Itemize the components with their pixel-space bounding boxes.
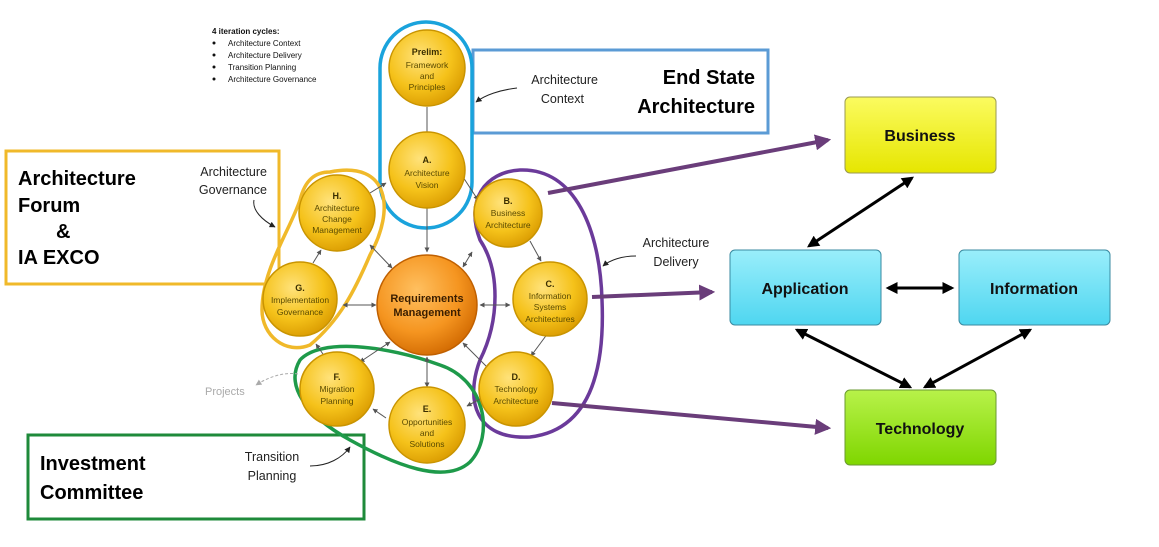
forum-title: & xyxy=(56,221,70,243)
svg-text:Information: Information xyxy=(990,281,1078,298)
svg-text:F.: F. xyxy=(333,372,340,382)
svg-text:Management: Management xyxy=(312,225,362,235)
delivery-mapping-arrows xyxy=(547,134,832,435)
domain-application: Application xyxy=(729,249,882,326)
svg-text:Architectures: Architectures xyxy=(525,314,575,324)
annotation-delivery: Delivery xyxy=(653,255,699,269)
phase-a: A. Architecture Vision xyxy=(388,131,466,209)
svg-text:G.: G. xyxy=(295,283,305,293)
annotation-governance: Architecture xyxy=(200,165,267,179)
svg-text:Framework: Framework xyxy=(406,60,449,70)
svg-text:Management: Management xyxy=(393,307,461,319)
svg-text:Architecture: Architecture xyxy=(493,396,539,406)
svg-text:Planning: Planning xyxy=(320,396,353,406)
svg-text:E.: E. xyxy=(423,404,432,414)
svg-text:Business: Business xyxy=(491,208,526,218)
end-state-title: Architecture xyxy=(637,96,755,118)
iteration-title: 4 iteration cycles: xyxy=(212,27,280,36)
forum-title: IA EXCO xyxy=(18,247,100,269)
svg-text:D.: D. xyxy=(512,372,521,382)
svg-text:Implementation: Implementation xyxy=(271,295,329,305)
svg-text:Change: Change xyxy=(322,214,352,224)
phase-prelim: Prelim: Framework and Principles xyxy=(388,29,466,107)
delivery-loop xyxy=(472,168,605,439)
svg-text:Technology: Technology xyxy=(876,421,965,438)
phase-f: F. Migration Planning xyxy=(299,351,375,427)
annotation-governance: Governance xyxy=(199,183,267,197)
svg-text:and: and xyxy=(420,71,434,81)
domain-information: Information xyxy=(958,249,1111,326)
svg-text:Opportunities: Opportunities xyxy=(402,417,453,427)
requirements-management: Requirements Management xyxy=(376,254,478,356)
svg-text:Requirements: Requirements xyxy=(390,293,463,305)
forum-title: Architecture xyxy=(18,168,136,190)
svg-text:Solutions: Solutions xyxy=(410,439,445,449)
end-state-title: End State xyxy=(663,67,755,89)
governance-pointer xyxy=(253,199,276,228)
svg-text:Architecture: Architecture xyxy=(485,220,531,230)
architecture-forum-box xyxy=(4,149,281,286)
annotation-context: Architecture xyxy=(531,73,598,87)
annotation-transition: Transition xyxy=(245,450,299,464)
svg-text:A.: A. xyxy=(423,155,432,165)
svg-text:and: and xyxy=(420,428,434,438)
svg-text:Technology: Technology xyxy=(494,384,538,394)
svg-text:Architecture: Architecture xyxy=(314,203,360,213)
iteration-item: Transition Planning xyxy=(228,63,296,72)
svg-text:C.: C. xyxy=(546,279,555,289)
forum-title: Forum xyxy=(18,195,80,217)
phase-e: E. Opportunities and Solutions xyxy=(388,386,466,464)
projects-pointer xyxy=(255,373,299,386)
governance-loop xyxy=(260,168,386,350)
svg-text:Governance: Governance xyxy=(277,307,324,317)
domain-business: Business xyxy=(844,96,997,174)
investment-title: Committee xyxy=(40,482,143,504)
iteration-item: Architecture Delivery xyxy=(228,51,302,60)
phase-d: D. Technology Architecture xyxy=(478,351,554,427)
svg-text:Prelim:: Prelim: xyxy=(412,47,443,57)
iteration-item: Architecture Governance xyxy=(228,75,317,84)
annotation-projects: Projects xyxy=(205,386,245,398)
domain-relationship-arrows xyxy=(794,176,1033,389)
annotation-delivery: Architecture xyxy=(643,236,710,250)
phase-h: H. Architecture Change Management xyxy=(298,174,376,252)
svg-text:Architecture: Architecture xyxy=(404,168,450,178)
svg-text:B.: B. xyxy=(504,196,513,206)
phase-c: C. Information Systems Architectures xyxy=(512,261,588,337)
annotation-transition: Planning xyxy=(248,469,297,483)
phase-flow-arrows xyxy=(312,107,549,419)
context-pointer xyxy=(475,87,518,103)
svg-text:Vision: Vision xyxy=(416,180,439,190)
delivery-pointer xyxy=(602,255,637,267)
svg-text:Information: Information xyxy=(529,291,572,301)
svg-text:Application: Application xyxy=(761,281,848,298)
svg-text:Principles: Principles xyxy=(409,82,446,92)
phase-g: G. Implementation Governance xyxy=(262,261,338,337)
end-state-box xyxy=(471,48,770,135)
iteration-item: Architecture Context xyxy=(228,39,301,48)
svg-text:Migration: Migration xyxy=(320,384,355,394)
investment-title: Investment xyxy=(40,453,146,475)
svg-text:H.: H. xyxy=(333,191,342,201)
phase-b: B. Business Architecture xyxy=(473,178,543,248)
annotation-context: Context xyxy=(541,92,585,106)
investment-committee-box xyxy=(26,433,366,521)
domain-technology: Technology xyxy=(844,389,997,466)
svg-text:Business: Business xyxy=(884,128,955,145)
iteration-list: 4 iteration cycles: Architecture Context… xyxy=(212,27,317,84)
transition-pointer xyxy=(309,446,351,467)
svg-text:Systems: Systems xyxy=(534,302,567,312)
